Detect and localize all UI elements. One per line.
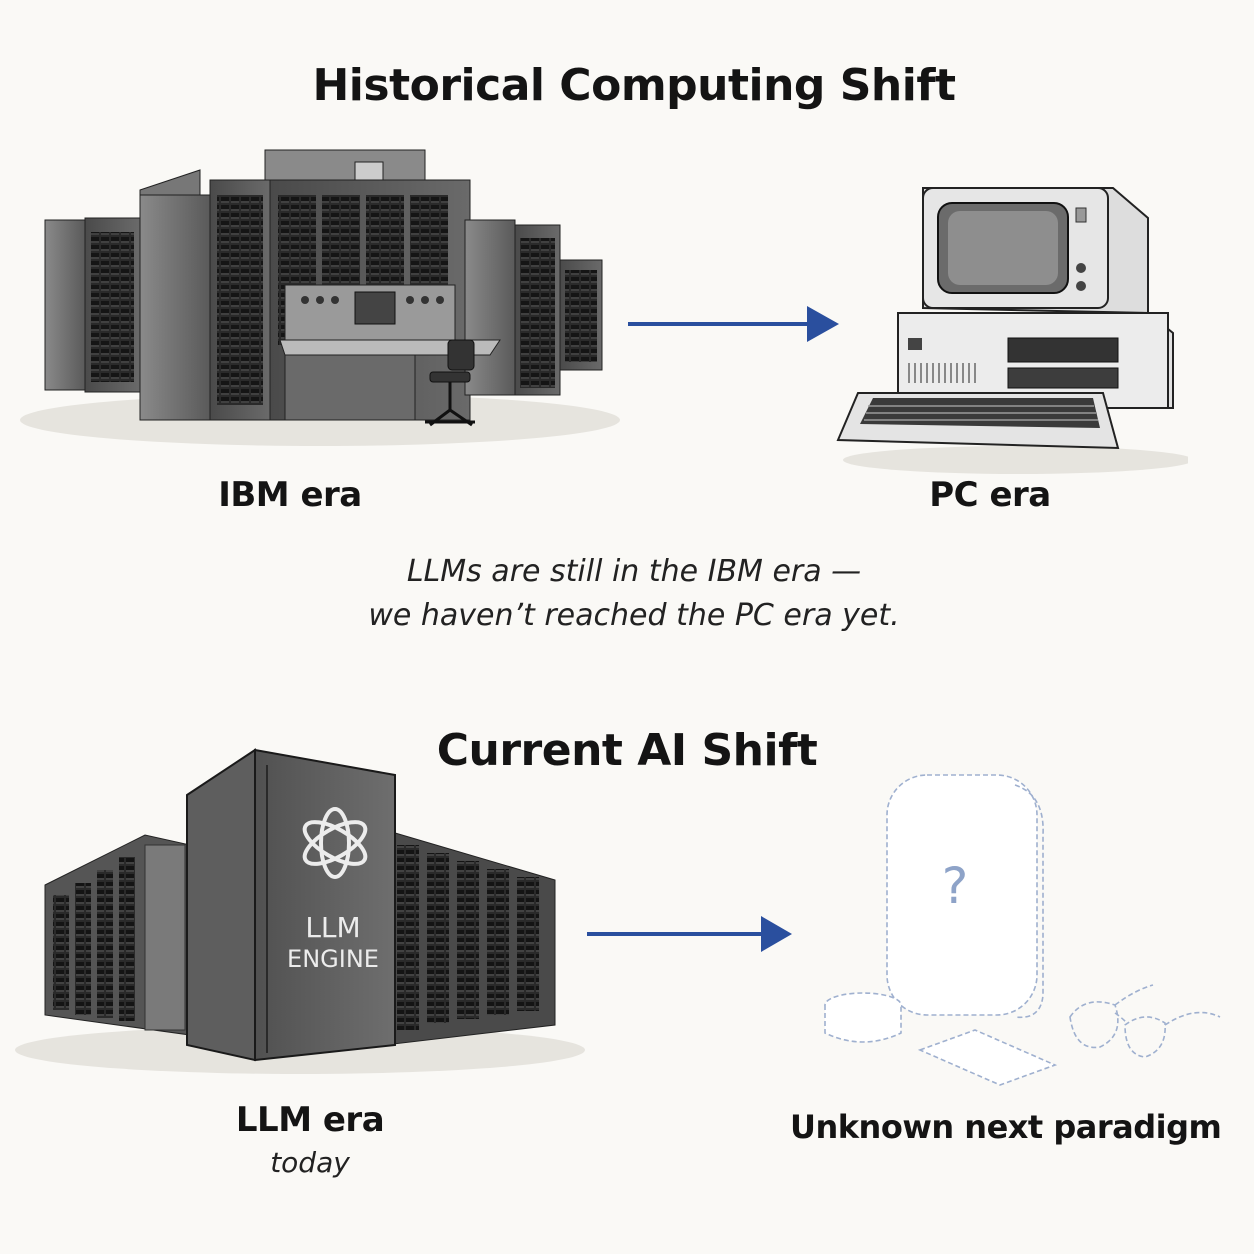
rack-row-left bbox=[44, 834, 191, 1036]
ghost-device-card bbox=[917, 1029, 1058, 1086]
engine-text-line-1: LLM bbox=[305, 911, 360, 944]
rack-cabinet bbox=[139, 169, 271, 421]
crt-monitor bbox=[922, 187, 1149, 315]
openai-logo-icon bbox=[302, 807, 368, 879]
historical-title: Historical Computing Shift bbox=[312, 60, 956, 111]
control-console bbox=[279, 284, 501, 421]
llm-era-sublabel: today bbox=[270, 1146, 350, 1179]
unknown-paradigm-label: Unknown next paradigm bbox=[790, 1108, 1222, 1146]
mainframe-illustration bbox=[20, 149, 620, 446]
llm-engine-cabinet bbox=[186, 748, 396, 1062]
keyboard bbox=[836, 392, 1120, 450]
ibm-era-label: IBM era bbox=[218, 475, 362, 515]
quote-line-2: we haven’t reached the PC era yet. bbox=[368, 598, 900, 633]
llm-server-farm: LLM ENGINE bbox=[15, 748, 585, 1074]
ghost-device-tablet bbox=[886, 774, 1038, 1016]
question-mark-icon: ? bbox=[942, 857, 969, 915]
current-arrow bbox=[587, 916, 792, 952]
pc-era-label: PC era bbox=[929, 475, 1051, 515]
quote-block: LLMs are still in the IBM era — we haven… bbox=[0, 550, 1254, 638]
rack-cabinet bbox=[464, 219, 603, 396]
office-chair bbox=[425, 339, 475, 427]
engine-text-line-2: ENGINE bbox=[287, 945, 379, 973]
historical-arrow bbox=[628, 306, 839, 342]
current-title: Current AI Shift bbox=[436, 725, 818, 776]
ghost-device-glasses bbox=[1069, 984, 1221, 1058]
floor-shadow bbox=[843, 446, 1188, 474]
pc-illustration bbox=[836, 187, 1188, 474]
llm-era-label: LLM era bbox=[235, 1100, 385, 1140]
rack-cabinet bbox=[44, 217, 141, 393]
rack-row-right bbox=[384, 829, 556, 1046]
quote-line-1: LLMs are still in the IBM era — bbox=[406, 554, 862, 589]
unknown-devices-illustration: ? bbox=[824, 774, 1221, 1086]
